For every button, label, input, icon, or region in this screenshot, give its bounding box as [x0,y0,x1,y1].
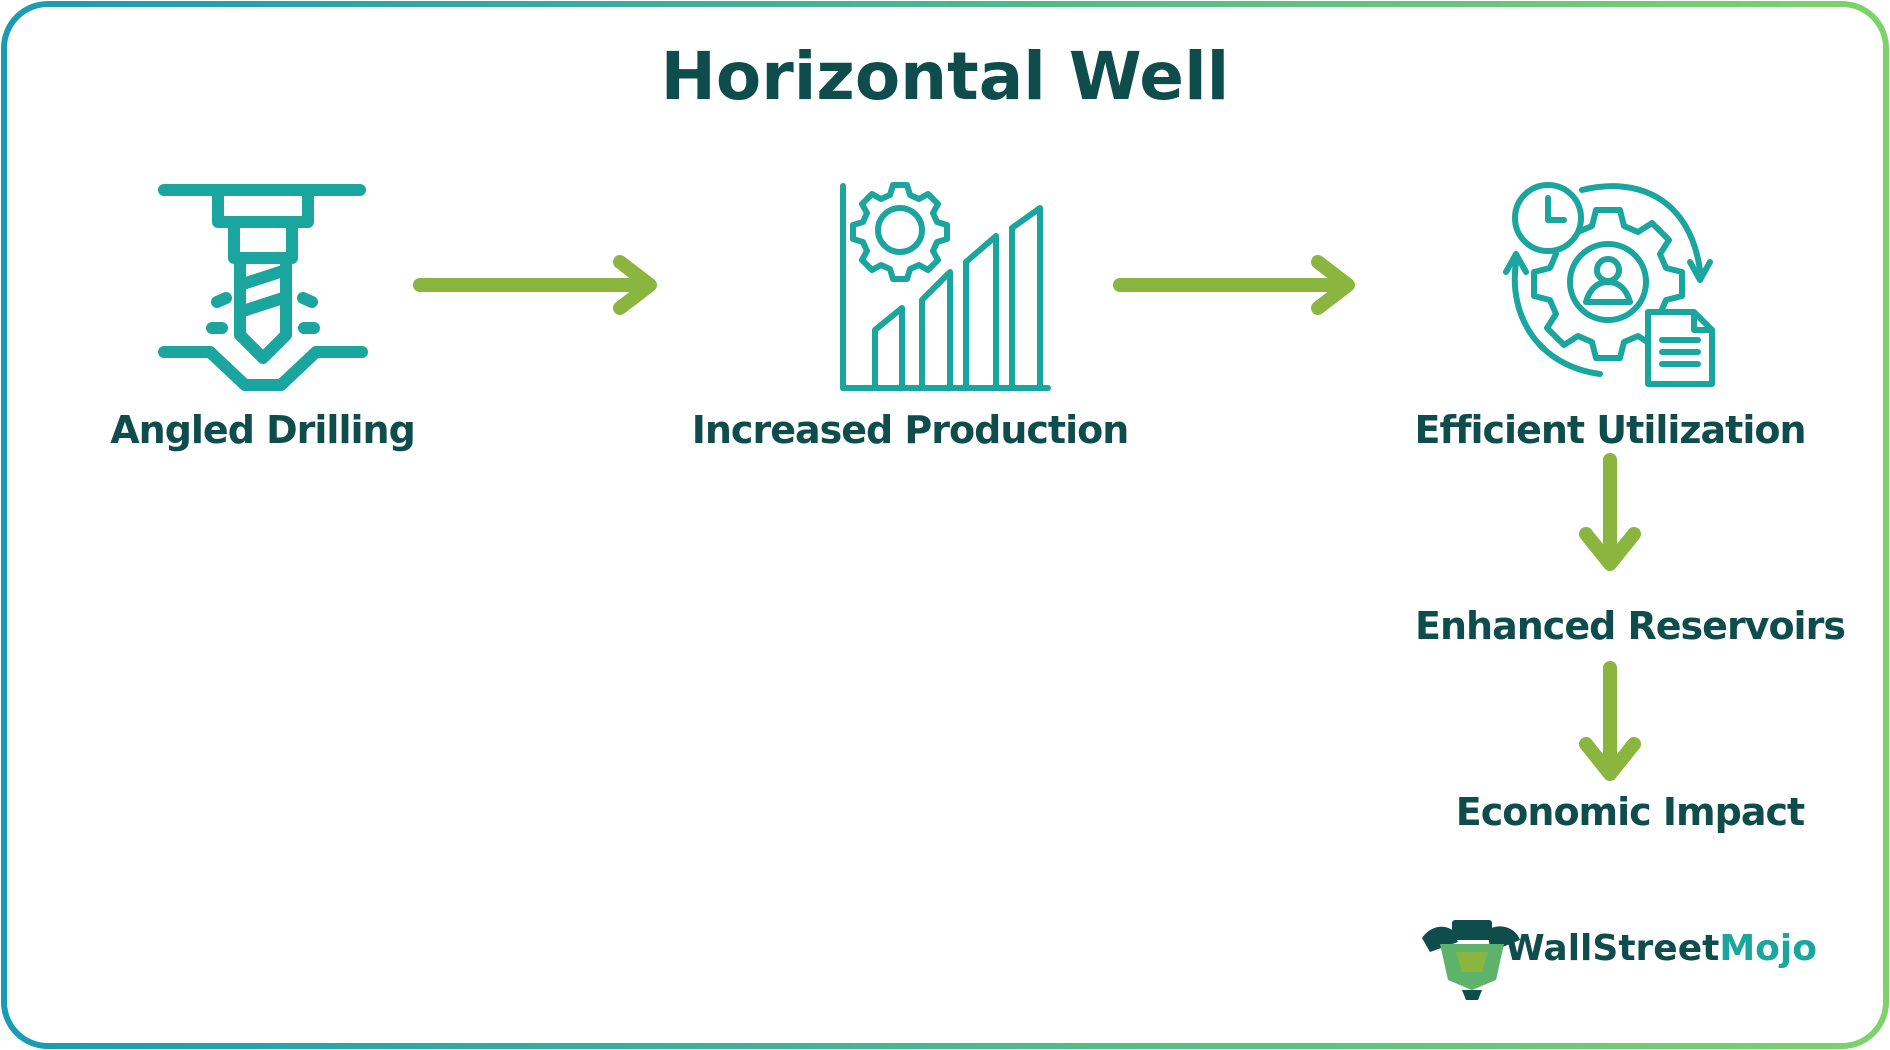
bull-mascot-icon [1422,920,1520,1000]
arrow-right-2 [1113,255,1355,315]
arrow-right-1 [413,255,657,315]
drill-icon [158,184,368,391]
brand-name-part2: Mojo [1719,928,1817,969]
step-label-angled-drilling: Angled Drilling [110,408,416,452]
step-label-increased-production: Increased Production [691,408,1130,452]
step-label-economic-impact: Economic Impact [1455,790,1805,834]
arrow-down-2 [1579,661,1641,781]
brand-logo: WallStreetMojo [1505,928,1817,969]
gear-user-cycle-icon [1503,182,1715,387]
arrow-down-1 [1579,453,1641,571]
brand-name-part1: WallStreet [1505,928,1720,969]
production-chart-gear-icon [840,182,1051,391]
step-label-enhanced-reservoirs: Enhanced Reservoirs [1415,604,1846,648]
diagram-title: Horizontal Well [660,38,1230,115]
step-label-efficient-utilization: Efficient Utilization [1414,408,1806,452]
